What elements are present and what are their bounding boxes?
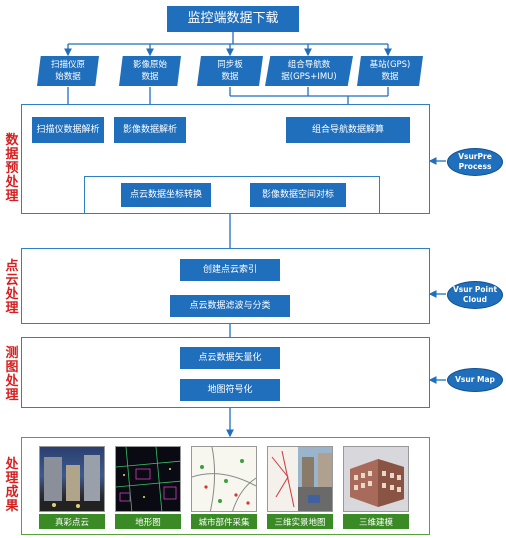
filter-classify-box: 点云数据滤波与分类	[170, 295, 290, 317]
source-label: 组合导航数 据(GPS+IMU)	[281, 60, 337, 82]
title-text: 监控端数据下载	[187, 11, 279, 26]
true-color-pointcloud-thumbnail	[39, 446, 105, 512]
result-label: 真彩点云	[39, 514, 105, 529]
source-scanner-raw: 扫描仪原 始数据	[37, 56, 99, 86]
stage-results: 处理成果	[5, 457, 19, 514]
stage-pointcloud: 点云处理	[5, 259, 19, 316]
scanner-parse-box: 扫描仪数据解析	[32, 117, 104, 143]
vsur-map-oval: Vsur Map	[447, 368, 503, 392]
street-view-icon	[268, 447, 332, 511]
step-label: 点云数据滤波与分类	[189, 301, 271, 311]
building-model-icon	[350, 459, 404, 507]
step-label: 影像数据解析	[122, 125, 177, 135]
topo-map-icon	[116, 447, 180, 511]
step-label: 创建点云索引	[202, 265, 257, 275]
source-gps-imu: 组合导航数 据(GPS+IMU)	[265, 56, 353, 86]
street-view-map-thumbnail	[267, 446, 333, 512]
step-label: 地图符号化	[207, 385, 253, 395]
stage-preprocess: 数据预处理	[5, 133, 19, 204]
source-base-station: 基站(GPS) 数据	[357, 56, 423, 86]
nav-solve-box: 组合导航数据解算	[286, 117, 410, 143]
coord-transform-box: 点云数据坐标转换	[121, 183, 211, 207]
image-registration-box: 影像数据空间对标	[250, 183, 346, 207]
urban-map-icon	[192, 447, 256, 511]
symbolize-box: 地图符号化	[180, 379, 280, 401]
topographic-map-thumbnail	[115, 446, 181, 512]
source-sync-board: 同步板 数据	[197, 56, 263, 86]
result-label: 三维实景地图	[267, 514, 333, 529]
source-label: 基站(GPS) 数据	[369, 60, 411, 82]
result-label: 三维建模	[343, 514, 409, 529]
3d-building-model-thumbnail	[343, 446, 409, 512]
software-label: Vsur Map	[455, 375, 495, 384]
vsur-pointcloud-oval: Vsur Point Cloud	[447, 281, 503, 309]
create-index-box: 创建点云索引	[180, 259, 280, 281]
step-label: 点云数据坐标转换	[129, 190, 202, 200]
step-label: 点云数据矢量化	[198, 353, 262, 363]
vectorize-box: 点云数据矢量化	[180, 347, 280, 369]
software-label: VsurPre Process	[458, 152, 492, 171]
source-label: 同步板 数据	[217, 60, 243, 82]
image-parse-box: 影像数据解析	[114, 117, 186, 143]
stage-mapping: 测图处理	[5, 346, 19, 403]
result-label: 地形图	[115, 514, 181, 529]
software-label: Vsur Point Cloud	[452, 285, 498, 304]
pointcloud-scene-icon	[40, 455, 104, 511]
source-label: 扫描仪原 始数据	[50, 60, 85, 82]
title-box: 监控端数据下载	[167, 6, 299, 32]
vsurpre-process-oval: VsurPre Process	[447, 148, 503, 176]
step-label: 扫描仪数据解析	[36, 125, 100, 135]
urban-component-map-thumbnail	[191, 446, 257, 512]
step-label: 影像数据空间对标	[261, 190, 334, 200]
source-label: 影像原始 数据	[132, 60, 167, 82]
source-image-raw: 影像原始 数据	[119, 56, 181, 86]
step-label: 组合导航数据解算	[311, 125, 384, 135]
result-label: 城市部件采集	[191, 514, 257, 529]
